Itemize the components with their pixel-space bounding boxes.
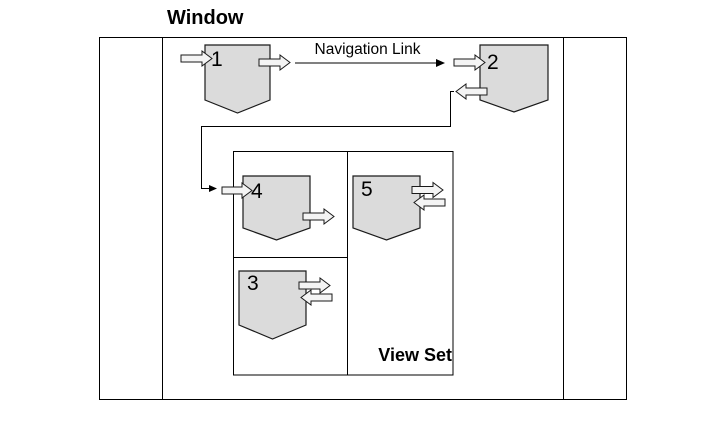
view5-label: 5: [361, 178, 373, 201]
view3-out-arrow-icon: [298, 277, 331, 294]
view4-shape: [242, 175, 311, 241]
view5-in-arrow-icon: [413, 194, 446, 211]
view1-shape: [204, 44, 271, 114]
view4-in-arrow-icon: [221, 182, 253, 199]
window-border: [99, 37, 627, 400]
view3-label: 3: [247, 272, 259, 295]
view1-out-arrow-icon: [258, 54, 291, 71]
connector-arrowhead-icon: [209, 185, 217, 192]
view2-to-view4-connector-line: [201, 91, 454, 189]
view1-in-arrow-icon: [180, 50, 213, 67]
view3-shape: [238, 270, 307, 340]
view5-shape: [352, 175, 421, 241]
view5-out-arrow-icon: [411, 181, 444, 199]
view3-in-arrow-icon: [300, 289, 333, 306]
view2-in-arrow-icon: [453, 54, 486, 71]
view-set-border: [233, 151, 454, 376]
view2-label: 2: [487, 51, 499, 74]
view-set-label: View Set: [378, 345, 452, 365]
view2-out-arrow-icon: [455, 83, 488, 100]
window-title: Window: [167, 7, 244, 29]
view4-out-arrow-icon: [302, 208, 335, 225]
view4-label: 4: [251, 180, 263, 203]
view1-label: 1: [211, 48, 223, 71]
navigation-link-label: Navigation Link: [314, 41, 421, 58]
navigation-link-arrowhead-icon: [436, 59, 445, 67]
